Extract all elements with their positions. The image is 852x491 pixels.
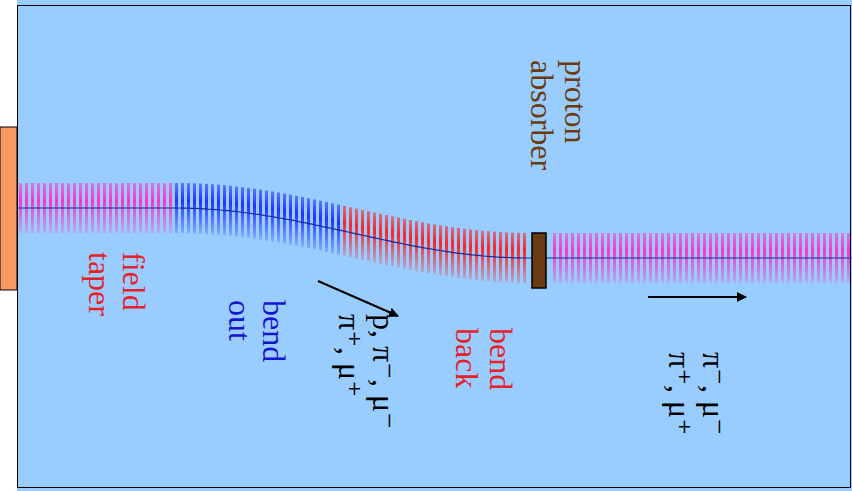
beam-axis xyxy=(17,208,852,258)
field-taper-label: field taper xyxy=(83,252,150,316)
proton-absorber xyxy=(532,233,546,288)
particle-label: π⁻, μ⁻ π⁺, μ⁺ xyxy=(663,352,730,477)
background xyxy=(17,0,852,491)
particle-arrow xyxy=(318,281,398,316)
target xyxy=(0,127,17,290)
bend-back-label: bend back xyxy=(450,328,517,390)
frame xyxy=(18,6,851,488)
proton-absorber-label: proton absorber xyxy=(525,60,592,170)
particle-arrow xyxy=(648,296,746,298)
bend-out-label: bend out xyxy=(223,300,290,362)
particle-label: p, π⁻, μ⁻ π⁺, μ⁺ xyxy=(333,314,400,464)
